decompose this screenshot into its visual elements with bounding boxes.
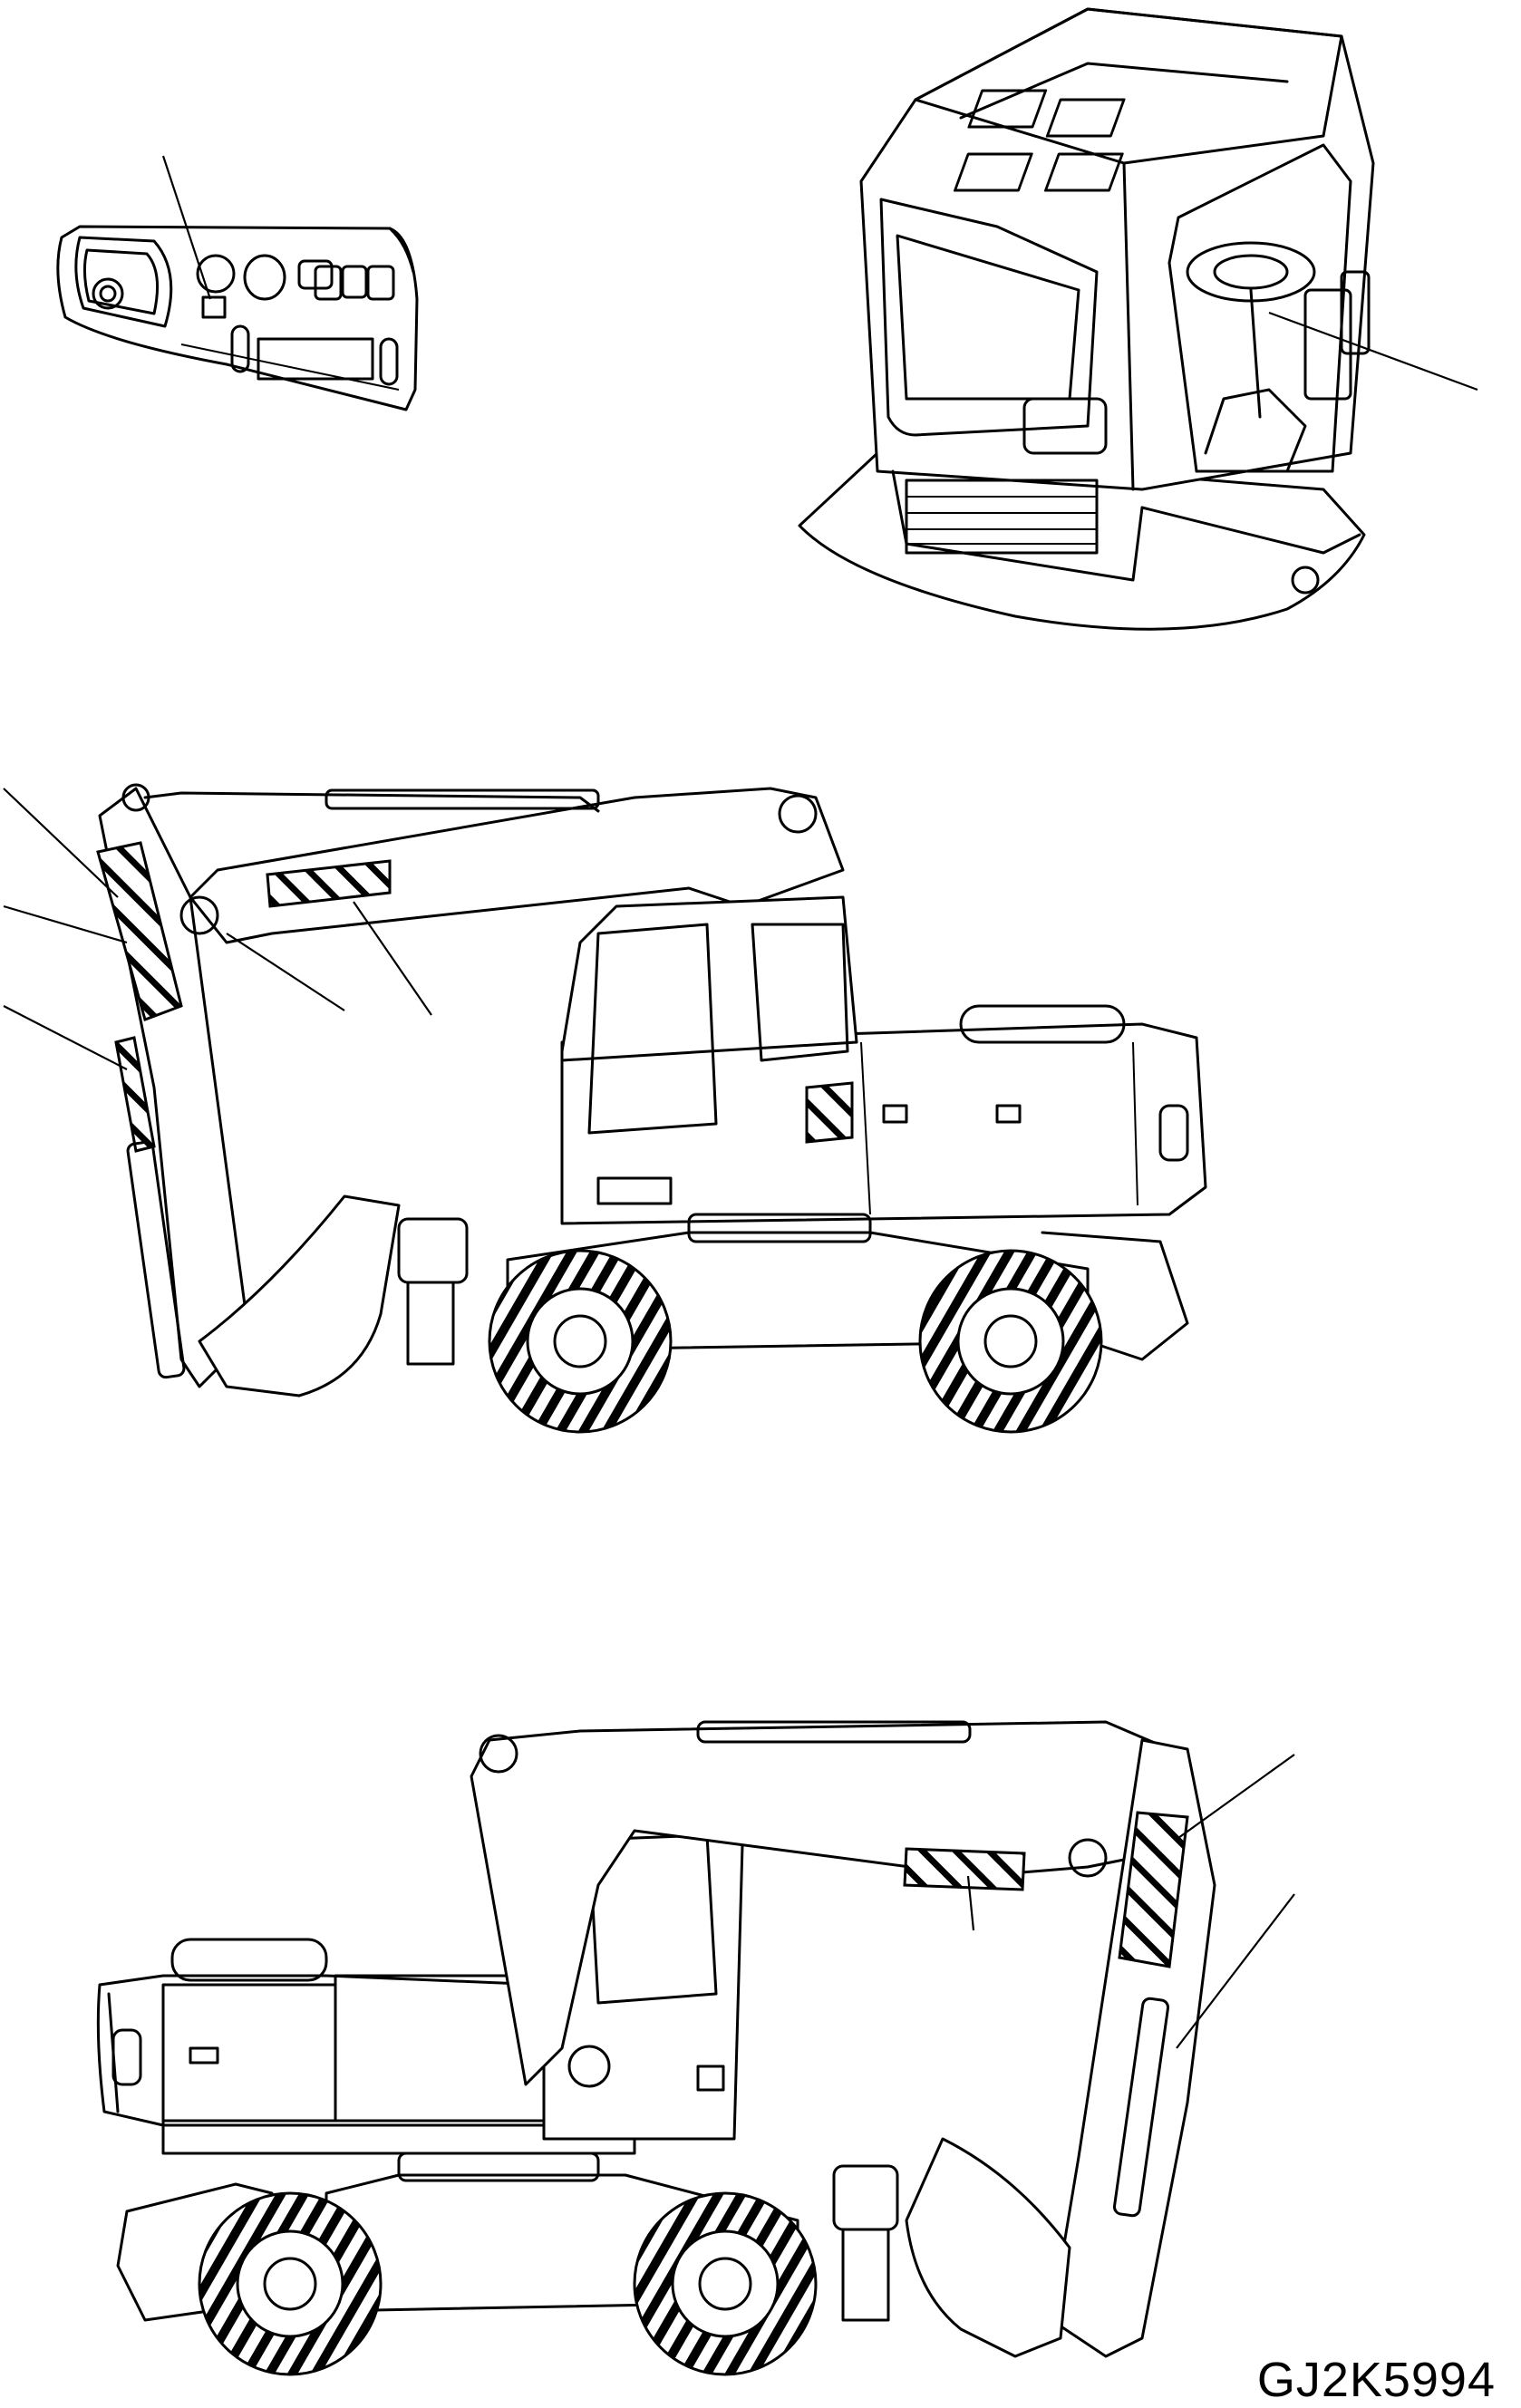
excavator-side-view-right bbox=[96, 1720, 1295, 2376]
drawing-number: GJ2K5994 bbox=[1256, 2353, 1496, 2407]
excavator-side-view-left bbox=[3, 783, 1207, 1434]
control-console-view bbox=[56, 155, 419, 411]
cab-interior-view bbox=[798, 7, 1478, 631]
